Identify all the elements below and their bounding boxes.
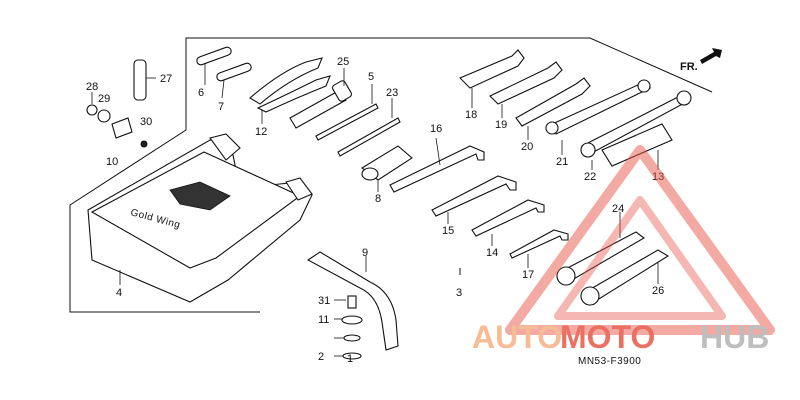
drawing-code: MN53-F3900 (578, 356, 641, 367)
watermark-text-moto: MOTO (560, 319, 655, 355)
callout-2: 2 (318, 351, 324, 363)
callout-28: 28 (86, 81, 98, 93)
callout-labels: 1 2 3 4 5 6 7 8 9 10 11 12 13 14 15 16 1… (86, 56, 664, 365)
callout-1: 1 (347, 353, 353, 365)
fasteners (334, 295, 363, 360)
front-label: FR. (680, 61, 698, 73)
spanners (556, 212, 670, 306)
lock-bracket-parts (86, 59, 156, 148)
watermark-triangle-inner (554, 196, 726, 320)
box-wrenches (545, 79, 692, 170)
callout-14: 14 (486, 247, 498, 259)
callout-18: 18 (465, 109, 477, 121)
callout-23: 23 (386, 87, 398, 99)
callout-4: 4 (116, 287, 122, 299)
callout-5: 5 (368, 71, 374, 83)
hex-keys (389, 137, 569, 268)
diagram-frame (69, 37, 713, 313)
watermark-triangle-outer (505, 145, 775, 335)
callout-29: 29 (98, 93, 110, 105)
socket-wrench (289, 68, 353, 129)
callout-3: 3 (456, 287, 462, 299)
callout-7: 7 (218, 101, 224, 113)
callout-26: 26 (652, 285, 664, 297)
callout-27: 27 (160, 73, 172, 85)
pliers (249, 57, 331, 124)
callout-22: 22 (584, 171, 596, 183)
callout-21: 21 (556, 156, 568, 168)
arrow-icon (700, 48, 722, 64)
callout-17: 17 (522, 269, 534, 281)
callout-31: 31 (318, 295, 330, 307)
callout-24: 24 (612, 203, 624, 215)
tool-box: Gold Wing (87, 133, 313, 303)
callout-8: 8 (375, 193, 381, 205)
callout-20: 20 (521, 141, 533, 153)
screwdriver-handle (361, 145, 413, 192)
callout-6: 6 (198, 87, 204, 99)
callout-30: 30 (140, 116, 152, 128)
open-end-wrenches (459, 49, 591, 140)
callout-15: 15 (442, 225, 454, 237)
watermark: AUTO MOTO HUB (472, 145, 775, 355)
callout-16: 16 (430, 123, 442, 135)
tool-strap (306, 251, 399, 351)
watermark-text-hub: HUB (700, 319, 769, 355)
callout-12: 12 (255, 126, 267, 138)
callout-11: 11 (318, 314, 329, 326)
watermark-text-auto: AUTO (472, 319, 562, 355)
callout-9: 9 (362, 247, 368, 259)
callout-10: 10 (106, 156, 118, 168)
pins-6-7 (196, 46, 252, 99)
callout-19: 19 (495, 119, 507, 131)
screwdriver-shafts (315, 84, 401, 157)
front-direction-arrow: FR. (680, 48, 722, 73)
wing-emblem-icon (169, 181, 231, 211)
callout-25: 25 (337, 56, 349, 68)
